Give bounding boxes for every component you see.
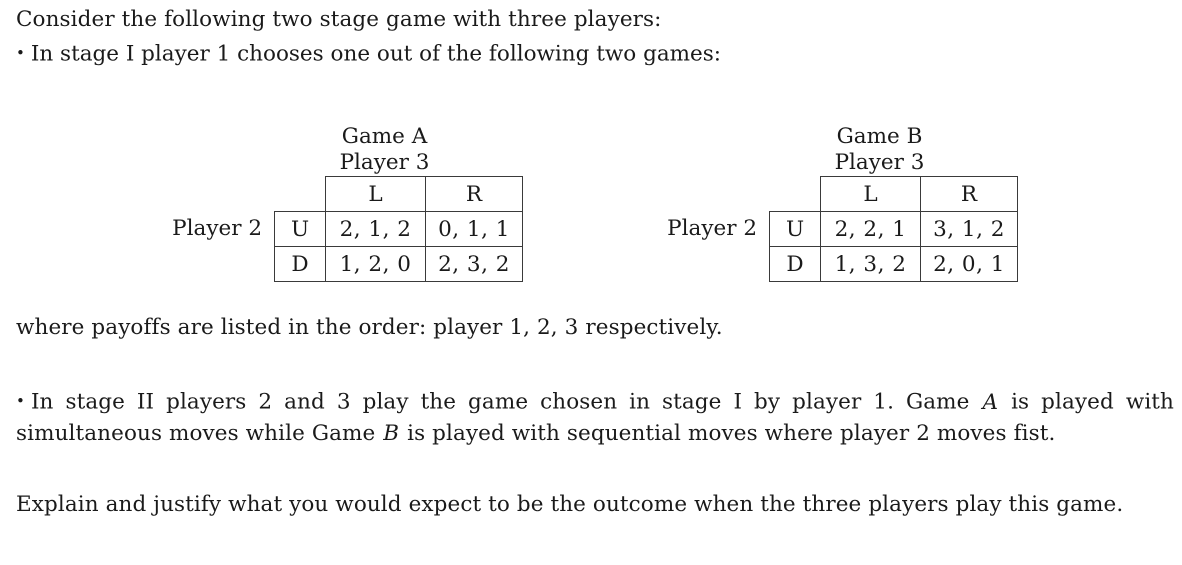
game-a-row-player-label: Player 2 [172,216,262,241]
payoff-order-note: where payoffs are listed in the order: p… [16,315,723,340]
game-a-row-header-u: U [274,211,326,247]
bullet-icon: • [16,392,25,410]
bullet-icon: • [16,44,25,62]
game-a-cell-d-r: 2, 3, 2 [425,246,523,282]
game-b-cell-d-r: 2, 0, 1 [920,246,1018,282]
stage-two-paragraph: • In stage II players 2 and 3 play the ga… [16,386,1174,449]
stage-two-text-mid: is played with simultaneous moves while … [16,389,1174,446]
game-a-payoff-matrix: L R U 2, 1, 2 0, 1, 1 D 1, 2, 0 2, 3, 2 [274,176,523,282]
table-row: U 2, 2, 1 3, 1, 2 [769,211,1018,247]
game-a-cell-u-l: 2, 1, 2 [325,211,426,247]
game-a-block: Game A Player 3 Player 2 L R U 2, 1, 2 0… [168,124,523,282]
game-b-row-player-label: Player 2 [667,216,757,241]
stage-two-game-a-symbol: A [982,389,999,415]
game-b-block: Game B Player 3 Player 2 L R U 2, 2, 1 3… [663,124,1018,282]
game-a-col-header-r: R [425,176,523,212]
game-a-title: Game A [341,124,428,149]
table-row: L R [275,176,523,212]
stage-one-bullet-line: • In stage I player 1 chooses one out of … [16,38,721,70]
game-a-row-header-d: D [274,246,326,282]
game-b-col-header-r: R [920,176,1018,212]
game-b-row-header-d: D [769,246,821,282]
game-b-title: Game B [836,124,923,149]
table-row: D 1, 2, 0 2, 3, 2 [274,246,523,282]
stage-two-game-b-symbol: B [383,420,400,446]
game-b-cell-u-r: 3, 1, 2 [920,211,1018,247]
game-b-row-header-u: U [769,211,821,247]
table-row: U 2, 1, 2 0, 1, 1 [274,211,523,247]
intro-paragraph: Consider the following two stage game wi… [16,7,662,32]
game-a-cell-d-l: 1, 2, 0 [325,246,426,282]
stage-two-text-pre: In stage II players 2 and 3 play the gam… [30,389,982,415]
game-b-column-player-label: Player 3 [834,150,925,175]
game-a-column-player-label: Player 3 [339,150,430,175]
game-a-matrix-row: Player 2 L R U 2, 1, 2 0, 1, 1 D 1, 2, 0… [168,176,523,282]
table-row: L R [770,176,1018,212]
stage-two-text-post: is played with sequential moves where pl… [400,420,1056,446]
game-a-corner-cell [275,177,326,212]
table-row: D 1, 3, 2 2, 0, 1 [769,246,1018,282]
stage-one-text: In stage I player 1 chooses one out of t… [30,41,722,67]
game-a-cell-u-r: 0, 1, 1 [425,211,523,247]
game-a-col-header-l: L [325,176,426,212]
game-b-corner-cell [770,177,821,212]
game-b-matrix-row: Player 2 L R U 2, 2, 1 3, 1, 2 D 1, 3, 2… [663,176,1018,282]
game-b-col-header-l: L [820,176,921,212]
game-b-cell-u-l: 2, 2, 1 [820,211,921,247]
game-b-payoff-matrix: L R U 2, 2, 1 3, 1, 2 D 1, 3, 2 2, 0, 1 [769,176,1018,282]
question-paragraph: Explain and justify what you would expec… [16,492,1124,517]
game-b-cell-d-l: 1, 3, 2 [820,246,921,282]
